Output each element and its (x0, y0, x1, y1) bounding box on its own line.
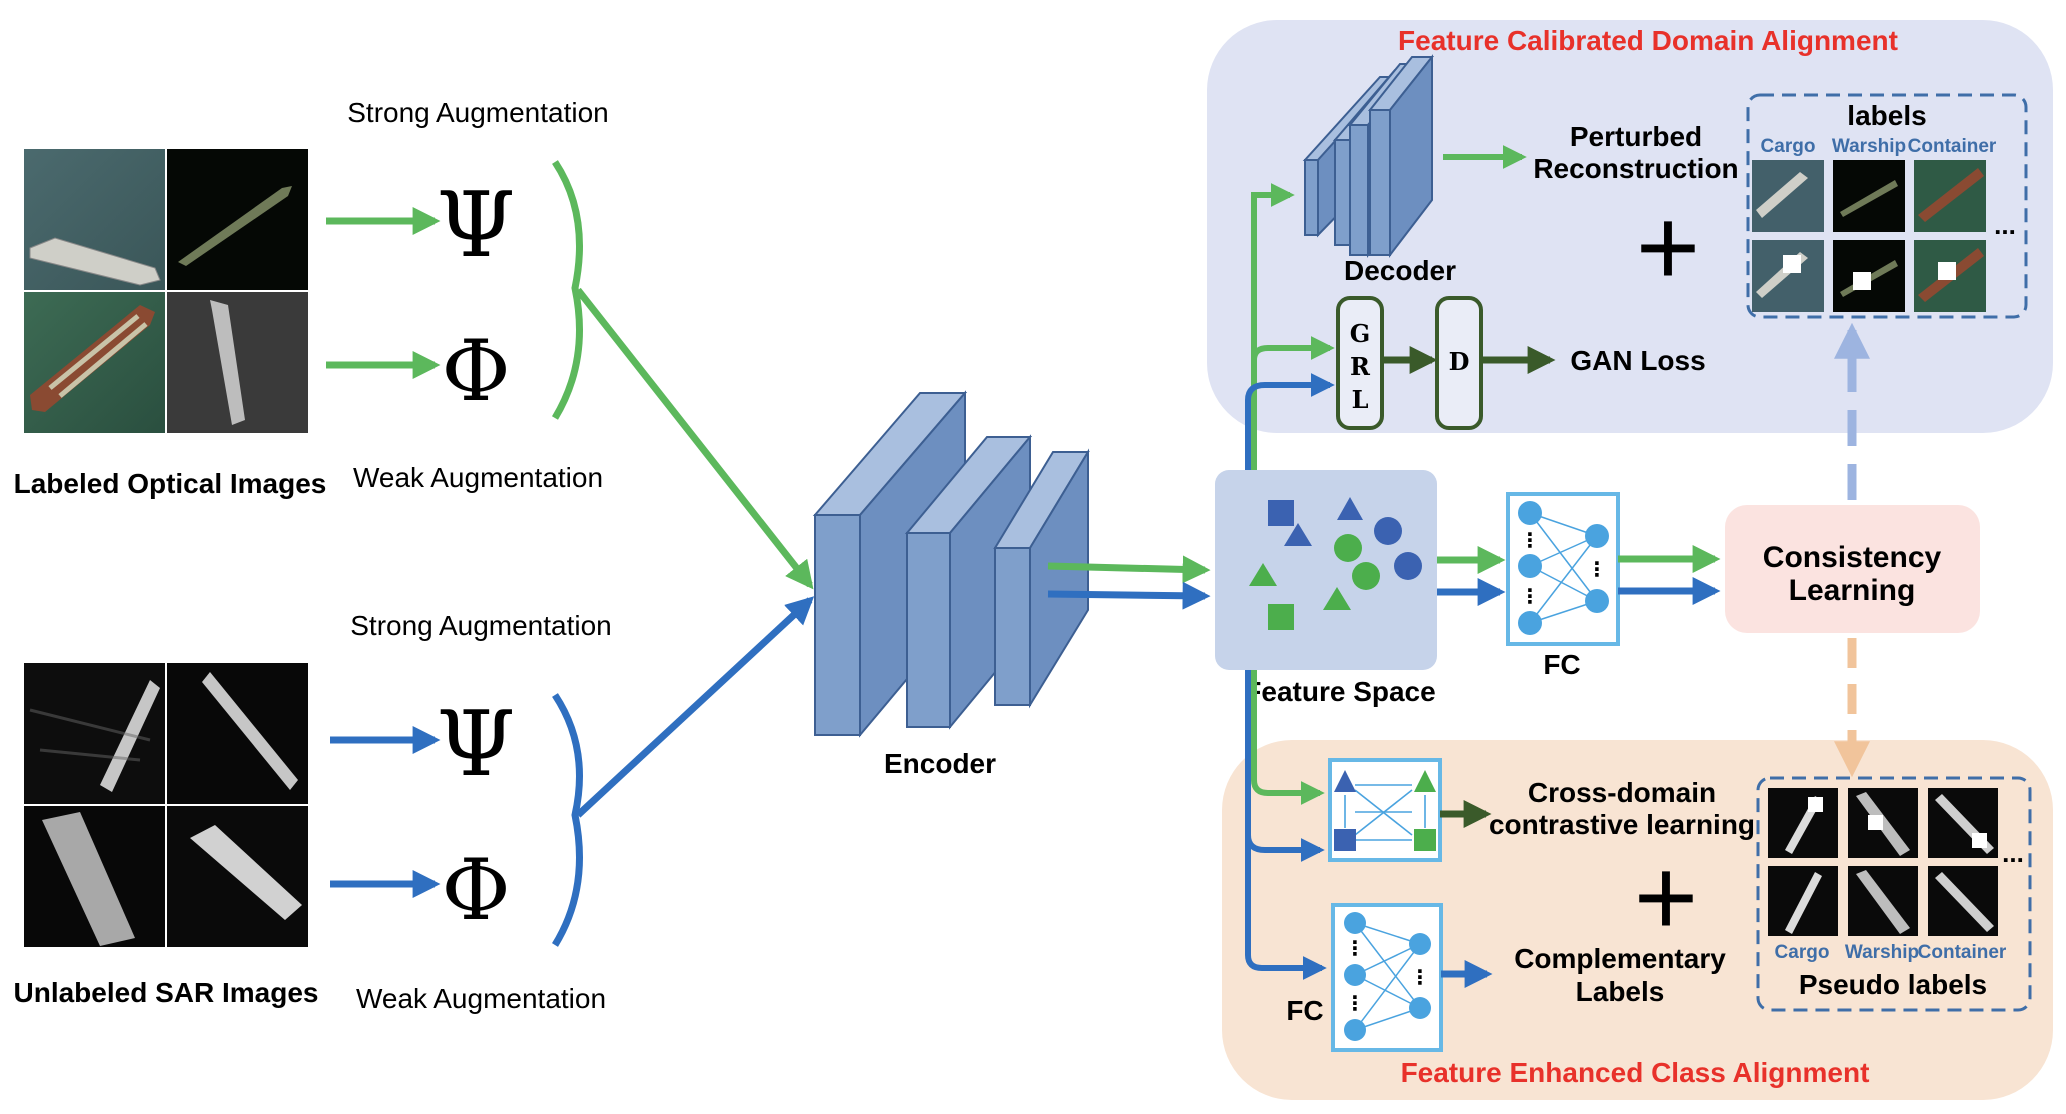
sar-ship-2 (202, 672, 298, 790)
plus-sign-bottom: + (1634, 836, 1698, 959)
fc-center-label: FC (1543, 649, 1580, 680)
labels-more: ... (1994, 210, 2016, 240)
consistency-line1: Consistency (1763, 541, 1942, 574)
class-alignment-title: Feature Enhanced Class Alignment (1401, 1057, 1870, 1088)
fc-center-node (1585, 524, 1609, 548)
fc-bottom-network (1354, 922, 1421, 1031)
branch-blue-down-fc (1245, 830, 1327, 980)
pseudo-labels-title: Pseudo labels (1799, 969, 1987, 1000)
discriminator-letter: D (1449, 347, 1470, 376)
contrastive-links (1344, 784, 1426, 841)
fc-center-node (1518, 554, 1542, 578)
psi-symbol-top: Ψ (437, 173, 516, 278)
feature-space-label: Feature Space (1244, 676, 1435, 707)
fc-bottom-ellipsis: ⋮ (1345, 993, 1365, 1015)
encoder-block (812, 390, 1090, 738)
phi-symbol-top: Φ (442, 322, 511, 420)
labels-thumbnails (1752, 160, 1986, 312)
sar-noise-1 (29, 708, 151, 762)
domain-alignment-title: Feature Calibrated Domain Alignment (1398, 25, 1898, 56)
contrastive-triangle-green (1414, 770, 1436, 792)
grl-letter-g: G (1350, 319, 1371, 348)
optical-ship-shape (29, 237, 161, 286)
strong-augmentation-label-bottom: Strong Augmentation (350, 610, 612, 641)
contrastive-square-green (1414, 829, 1436, 851)
fc-center-node (1518, 501, 1542, 525)
sar-ship-3 (42, 812, 135, 946)
encoder-label: Encoder (884, 748, 996, 779)
perturbed-line1: Perturbed (1570, 121, 1702, 152)
consistency-line2: Learning (1789, 574, 1916, 607)
fc-bottom-node (1344, 1019, 1366, 1041)
fc-bottom-ellipsis: ⋮ (1410, 967, 1430, 989)
pseudo-label-thumbnails (1768, 788, 1998, 936)
weak-augmentation-label-bottom: Weak Augmentation (356, 983, 606, 1014)
sar-ship-4 (190, 825, 302, 920)
fc-bottom-node (1409, 997, 1431, 1019)
fc-bottom-node (1344, 912, 1366, 934)
fc-center-ellipsis: ⋮ (1587, 559, 1607, 581)
optical-gray-ship-shape (210, 300, 245, 425)
decoder-block (1302, 54, 1435, 258)
weak-augmentation-label-top: Weak Augmentation (353, 462, 603, 493)
label-class-warship: Warship (1832, 136, 1906, 157)
pseudo-class-container: Container (1918, 942, 2007, 963)
fc-center-ellipsis: ⋮ (1520, 586, 1540, 608)
optical-warship-shape (178, 186, 292, 266)
branch-green-down (1251, 670, 1325, 805)
fc-center-node (1585, 589, 1609, 613)
fc-bottom-label: FC (1286, 995, 1323, 1026)
contrastive-line1: Cross-domain (1528, 777, 1716, 808)
arrow-encoder-to-feature-green (1047, 555, 1211, 584)
pseudo-labels-box (1756, 776, 2032, 1012)
optical-images-label: Labeled Optical Images (14, 468, 327, 499)
optical-image-grid (24, 149, 308, 433)
perturbed-line2: Reconstruction (1533, 153, 1738, 184)
contrastive-triangle-blue (1334, 770, 1356, 792)
phi-symbol-bottom: Φ (442, 841, 511, 939)
optical-container-stripes (48, 314, 148, 398)
branch-blue-to-grl (1245, 373, 1335, 470)
pseudo-more: ... (2002, 838, 2024, 868)
brace-sar (552, 693, 583, 947)
branch-green-to-grl (1251, 336, 1335, 361)
arrow-encoder-to-feature-blue (1047, 581, 1211, 610)
complementary-line1: Complementary (1514, 943, 1726, 974)
labels-title: labels (1847, 100, 1926, 131)
fc-bottom-node (1344, 964, 1366, 986)
fc-center-ellipsis: ⋮ (1520, 530, 1540, 552)
pseudo-class-cargo: Cargo (1775, 942, 1830, 963)
psi-symbol-bottom: Ψ (437, 692, 516, 797)
pseudo-class-warship: Warship (1845, 942, 1919, 963)
sar-image-grid (24, 663, 308, 947)
sar-images-label: Unlabeled SAR Images (14, 977, 319, 1008)
gan-loss-label: GAN Loss (1570, 345, 1705, 376)
optical-image-warship (167, 149, 308, 290)
grl-letter-l: L (1352, 385, 1369, 414)
contrastive-line2: contrastive learning (1489, 809, 1755, 840)
branch-green-up (1251, 183, 1295, 470)
fc-bottom-node (1409, 933, 1431, 955)
label-class-cargo: Cargo (1761, 136, 1816, 157)
complementary-line2: Labels (1576, 976, 1665, 1007)
consistency-learning-box (1725, 505, 1980, 633)
label-class-container: Container (1908, 136, 1997, 157)
arrow-sar-to-encoder (575, 596, 815, 818)
labels-box (1746, 93, 2028, 319)
plus-sign-top: + (1636, 186, 1700, 309)
grl-letter-r: R (1350, 352, 1371, 381)
contrastive-square-blue (1334, 829, 1356, 851)
strong-augmentation-label-top: Strong Augmentation (347, 97, 609, 128)
fc-bottom-ellipsis: ⋮ (1345, 938, 1365, 960)
brace-optical (552, 160, 583, 420)
decoder-label: Decoder (1344, 255, 1456, 286)
feature-space-points (1249, 497, 1422, 630)
optical-container-ship-shape (30, 305, 155, 412)
fc-center-node (1518, 611, 1542, 635)
sar-image-1 (24, 663, 165, 804)
arrow-optical-to-encoder (575, 287, 814, 590)
